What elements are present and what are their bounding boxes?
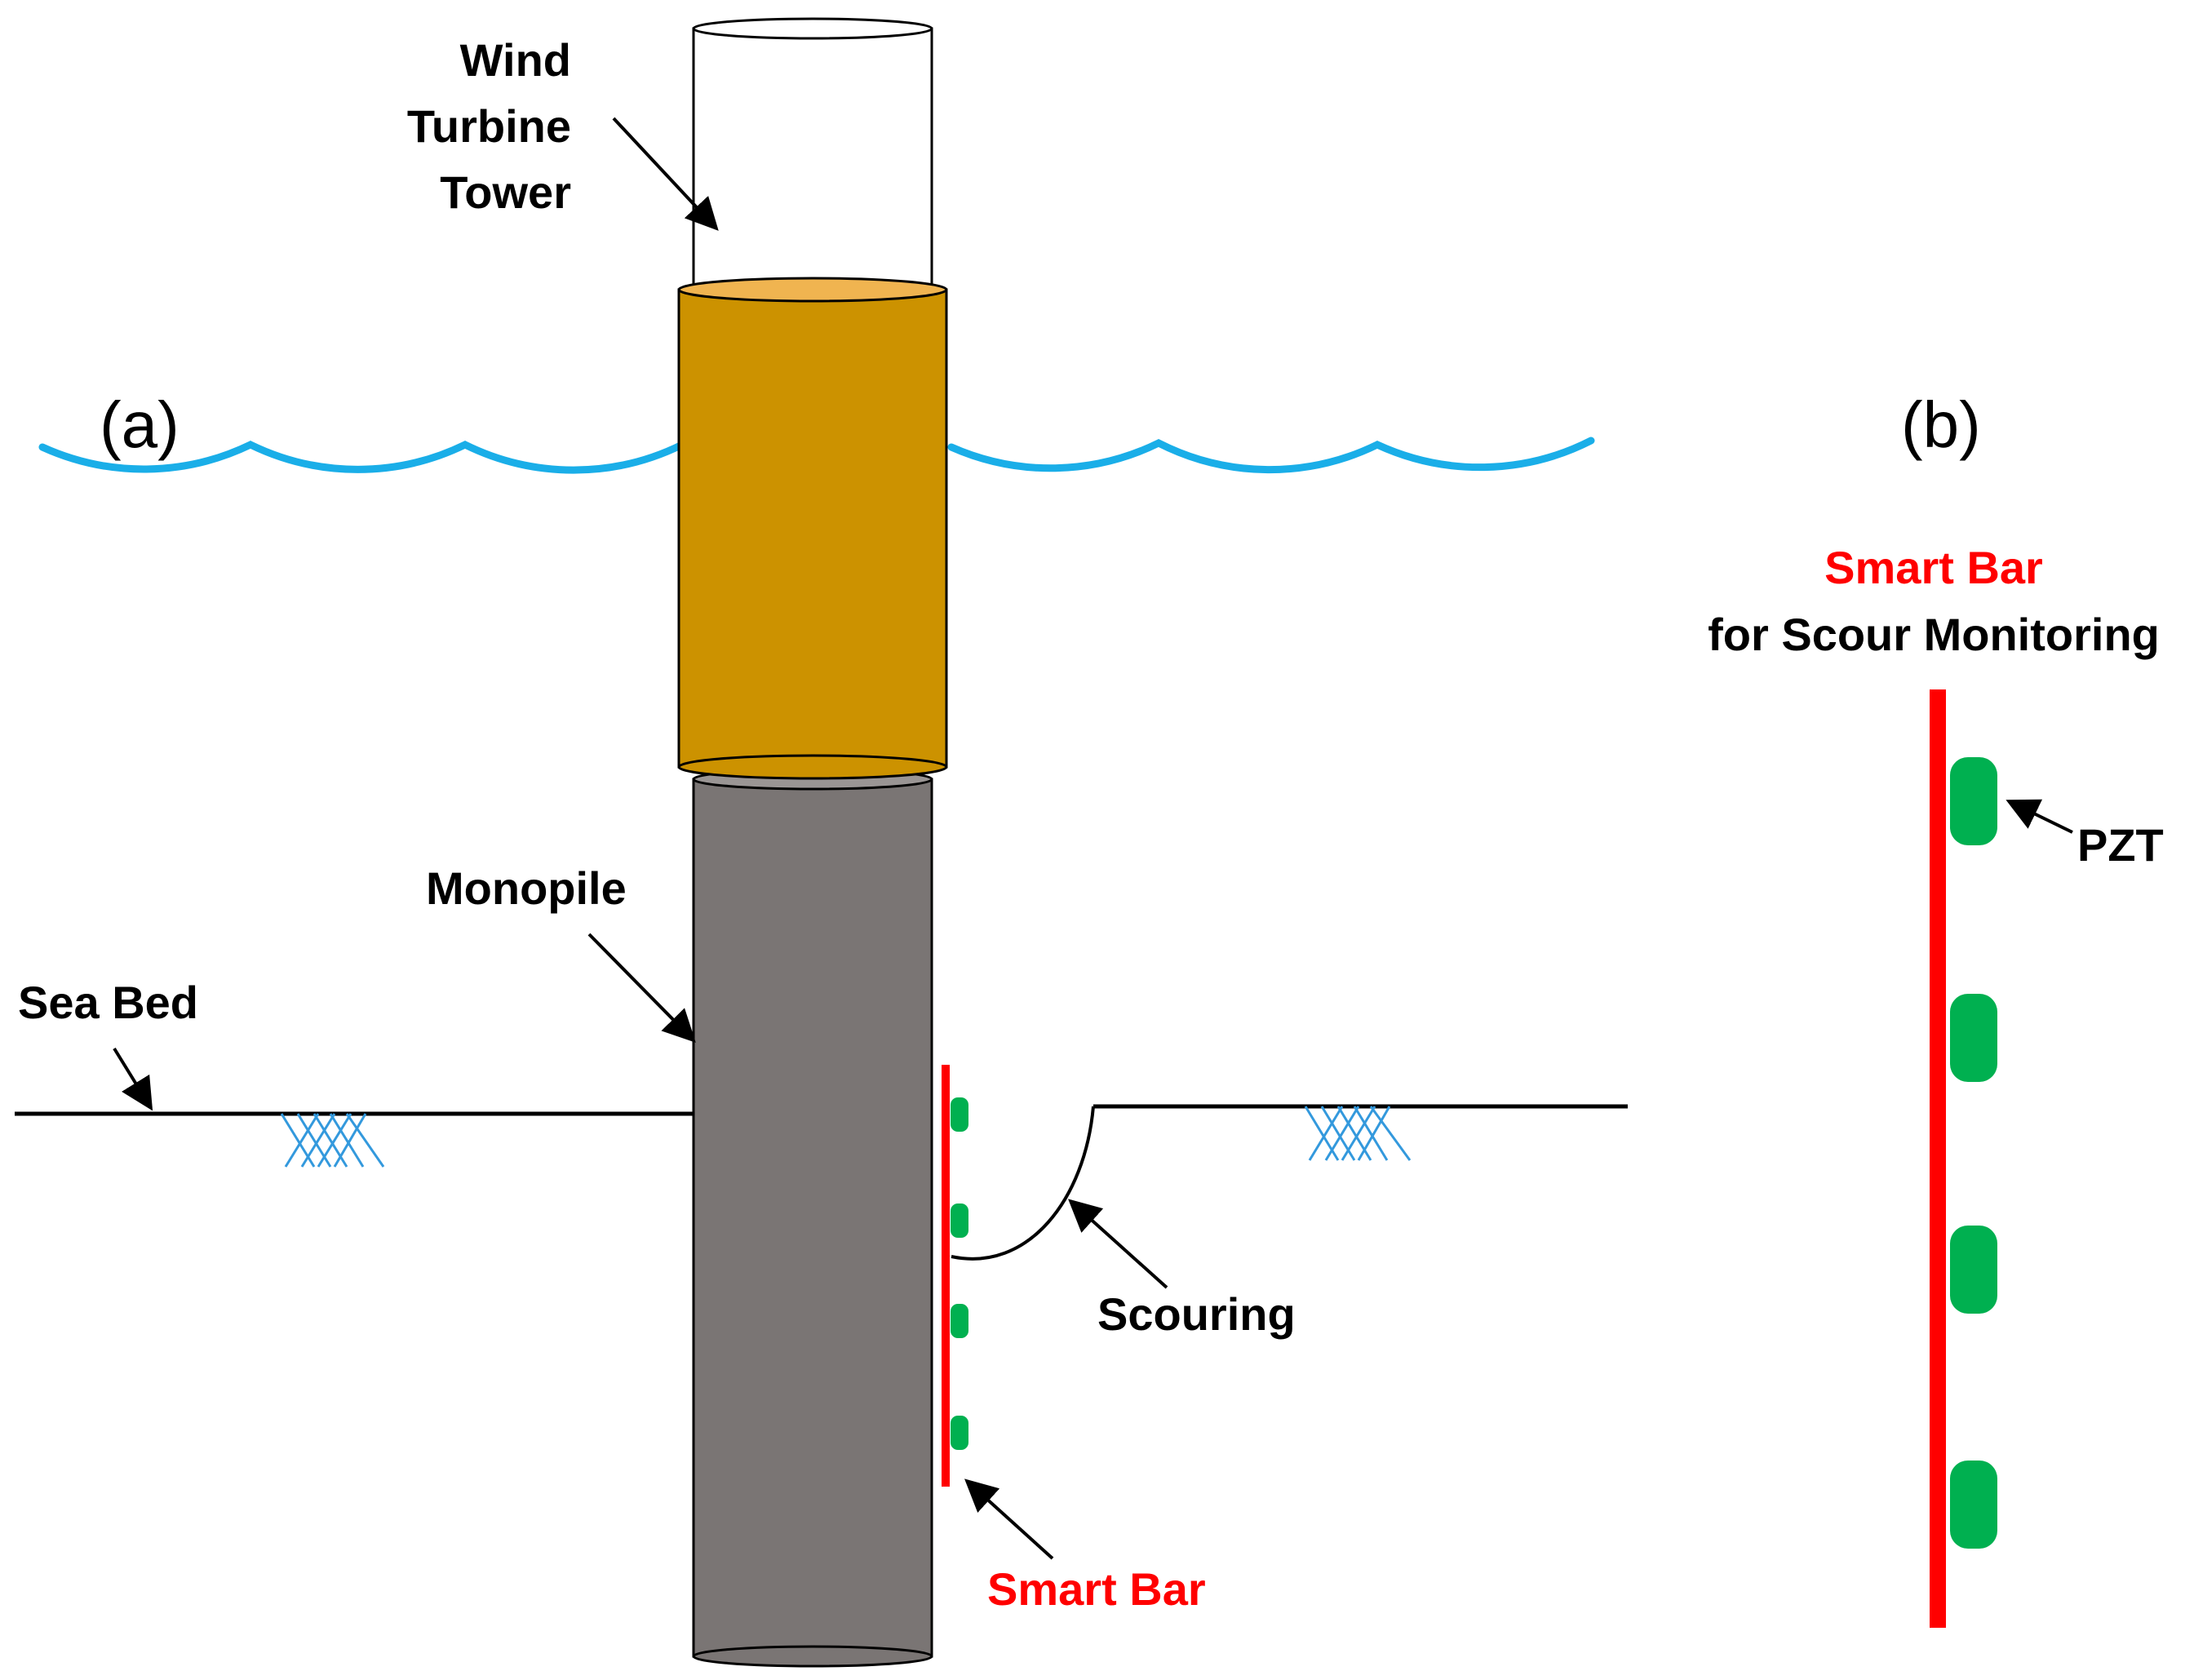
label-sea-bed: Sea Bed: [18, 977, 198, 1028]
water-surface: [38, 437, 1595, 474]
label-monopile: Monopile: [426, 862, 627, 914]
label-pzt: PZT: [2077, 819, 2164, 871]
label-tower-line2: Turbine: [407, 100, 571, 152]
scour-hole-curve: [951, 1106, 1095, 1261]
pzt-sensor: [951, 1416, 968, 1450]
arrow-tower: [612, 117, 719, 231]
pzt-sensor: [951, 1304, 968, 1338]
smart-bar-detail: [1930, 689, 1997, 1628]
panel-b-title: Smart Bar: [1824, 542, 2043, 593]
pzt-sensors-detail: [1950, 757, 1997, 1549]
pzt-sensor: [1950, 1226, 1997, 1314]
arrow-scouring: [1068, 1199, 1168, 1289]
sea-bed-line: [15, 1104, 1628, 1116]
sediment-hatch-right: [1304, 1106, 1412, 1161]
sediment-hatch-left: [280, 1113, 385, 1168]
smart-bar-installed: [942, 1065, 968, 1487]
transition-piece: [677, 277, 948, 780]
arrow-sea-bed: [113, 1047, 153, 1111]
label-tower-line3: Tower: [440, 166, 571, 218]
label-scouring: Scouring: [1097, 1288, 1296, 1340]
label-tower-line1: Wind: [460, 34, 571, 86]
pzt-sensors-installed: [951, 1097, 968, 1450]
arrow-smart-bar: [964, 1478, 1054, 1560]
label-smart-bar: Smart Bar: [987, 1563, 1206, 1615]
pzt-sensor: [1950, 757, 1997, 845]
arrow-monopile: [587, 933, 696, 1043]
arrow-pzt: [2006, 799, 2073, 834]
panel-label-b: (b): [1901, 388, 1981, 461]
wind-turbine-tower: [692, 17, 933, 291]
panel-label-a: (a): [100, 388, 179, 461]
pzt-sensor: [951, 1097, 968, 1132]
pzt-sensor: [1950, 994, 1997, 1082]
monopile: [692, 768, 933, 1668]
pzt-sensor: [951, 1203, 968, 1238]
panel-b-subtitle: for Scour Monitoring: [1708, 609, 2160, 660]
pzt-sensor: [1950, 1461, 1997, 1549]
